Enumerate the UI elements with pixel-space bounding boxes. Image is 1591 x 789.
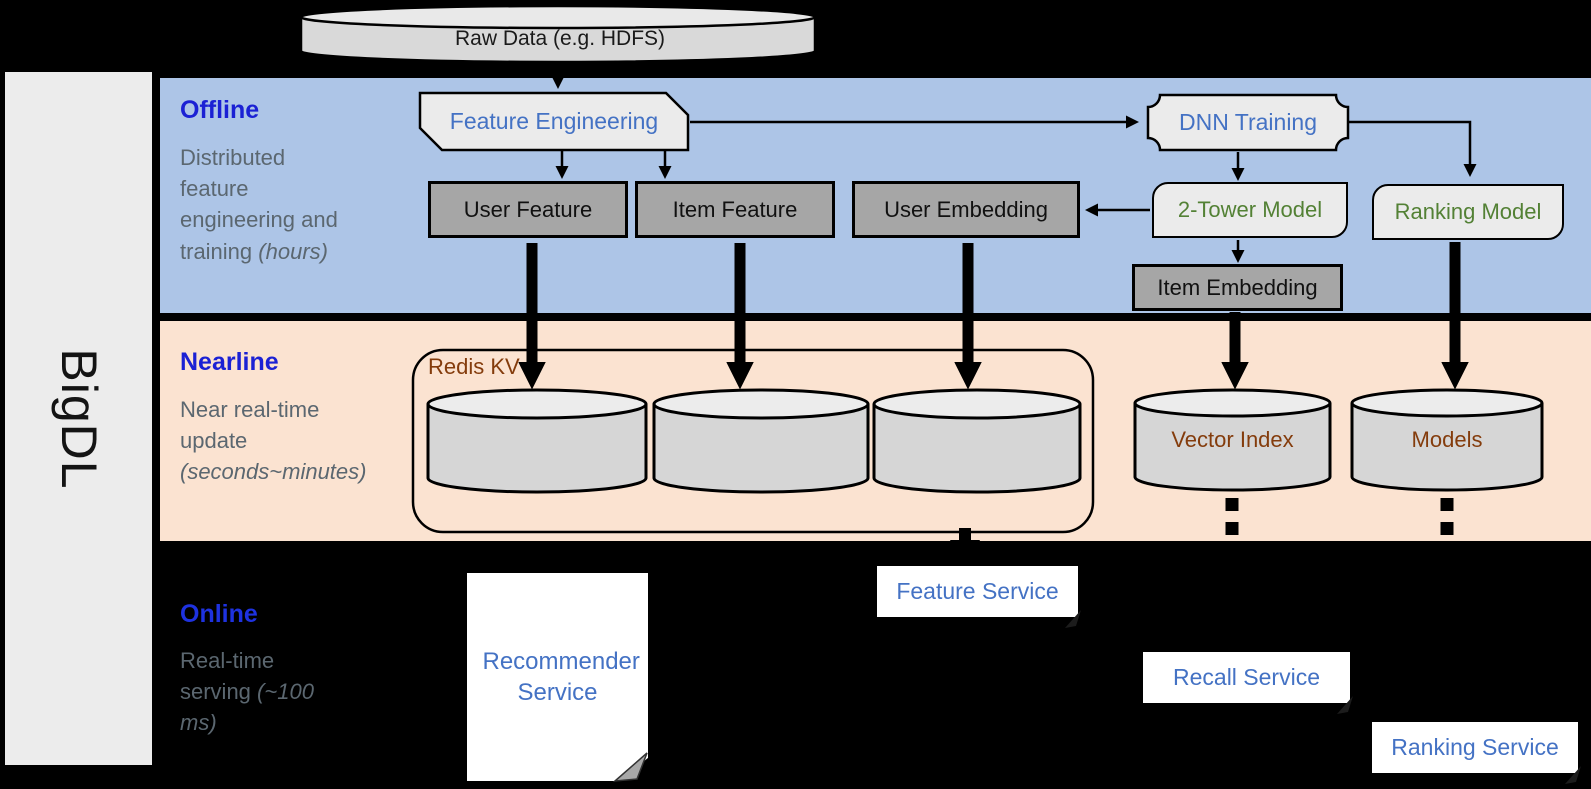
ranking-service-label: Ranking Service [1391,734,1559,760]
feature-service-folded-corner-icon [1065,610,1081,628]
ranking-service-folded-corner-icon [1565,766,1581,784]
recall-service-folded-corner-icon [1337,696,1353,714]
recall-service-box: Recall Service [1143,652,1353,714]
recommender-service-document: Recommender Service [467,573,648,781]
models-label: Models [1411,427,1483,452]
item-feature-box: Item Feature [635,181,835,238]
redis-cylinder-2 [652,388,870,494]
feature-engineering-label: Feature Engineering [449,108,659,134]
raw-data-cylinder [299,4,817,64]
redis-cylinder-1 [426,388,648,494]
online-description-text: Real-time serving [180,648,275,705]
nearline-description-italic: (seconds~minutes) [180,459,367,485]
feature-service-label: Feature Service [896,578,1059,604]
two-tower-model-box: 2-Tower Model [1152,182,1348,238]
thick-arrows [518,242,1469,390]
nearline-section-title: Nearline [180,348,279,376]
feature-engineering-shape [418,91,690,152]
offline-description-italic: (hours) [258,238,328,264]
online-section-title: Online [180,600,258,628]
nearline-description-text: Near real-time update [180,397,320,454]
online-section-description: Real-time serving (~100 ms) [180,645,315,739]
dashed-arrows [950,498,1454,570]
redis-kv-label: Redis KV [428,354,520,379]
bigdl-sidebar: BigDL [5,72,152,765]
ranking-service-box: Ranking Service [1372,722,1581,784]
dnn-training-label: DNN Training [1178,109,1318,135]
dnn-training-shape [1146,93,1350,152]
redis-cylinder-3 [872,388,1082,494]
user-feature-box: User Feature [428,181,628,238]
offline-description-text: Distributed feature engineering and trai… [180,145,338,264]
item-embedding-box: Item Embedding [1132,264,1343,311]
offline-section-title: Offline [180,96,260,124]
recommender-service-label: Recommender Service [482,647,640,706]
vector-index-cylinder [1133,388,1332,492]
thin-arrows [551,62,1477,263]
vector-index-label: Vector Index [1171,427,1294,452]
ranking-model-box: Ranking Model [1372,184,1564,240]
models-cylinder [1350,388,1544,492]
document-folded-corner-icon [613,752,648,782]
raw-data-label: Raw Data (e.g. HDFS) [454,27,666,50]
redis-kv-container [411,348,1095,534]
arrow-dnn-to-ranking-model [1348,120,1477,177]
nearline-section-description: Near real-time update (seconds~minutes) [180,394,375,488]
offline-section-description: Distributed feature engineering and trai… [180,142,352,267]
online-description-italic: (~100 ms) [180,679,314,736]
feature-service-box: Feature Service [877,566,1081,628]
user-embedding-box: User Embedding [852,181,1080,238]
recall-service-label: Recall Service [1173,664,1320,690]
